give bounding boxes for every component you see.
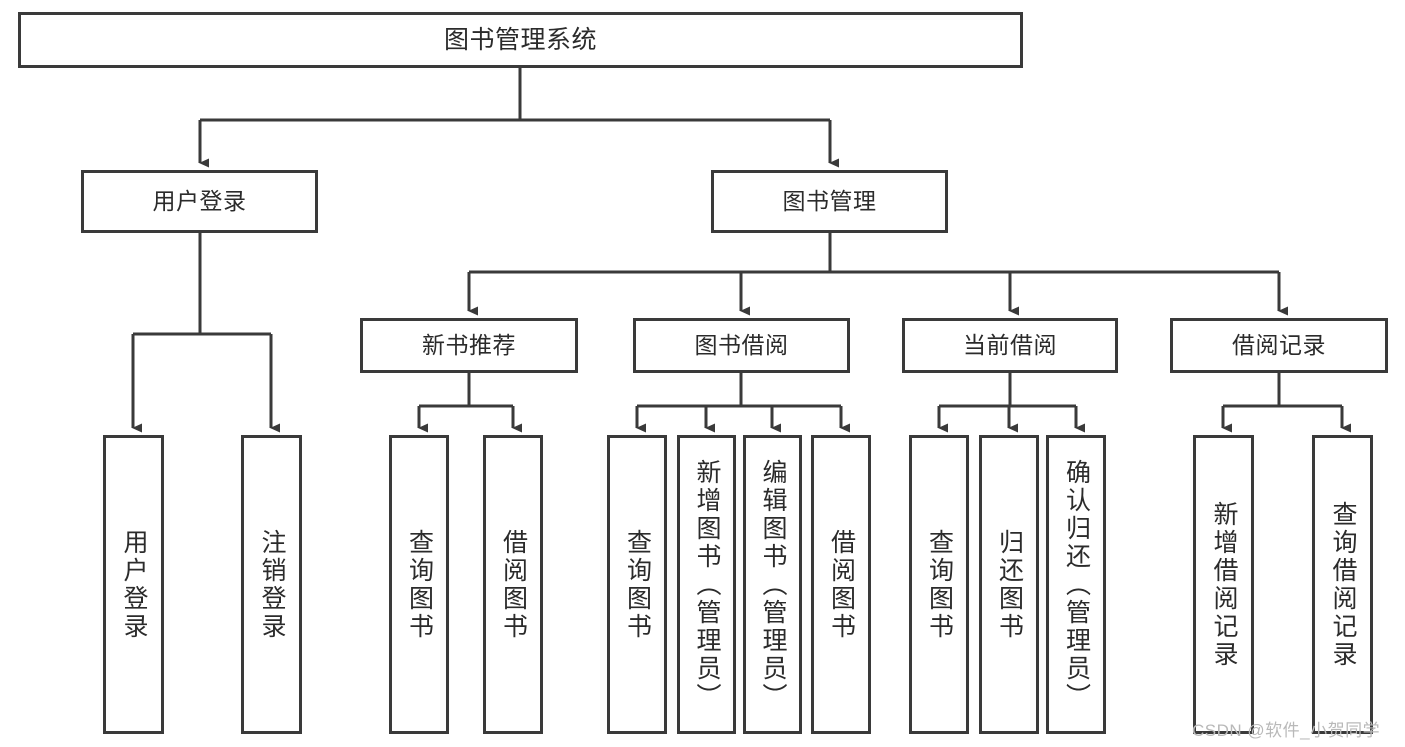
node-label: 借阅记录 bbox=[1232, 331, 1326, 358]
node-user-login[interactable]: 用户登录 bbox=[81, 170, 318, 233]
node-label: 用户登录 bbox=[152, 187, 247, 214]
node-label: 借阅图书 bbox=[499, 528, 528, 641]
node-leaf-add-borrow-record[interactable]: 新增借阅记录 bbox=[1193, 435, 1254, 734]
node-leaf-borrow-book-recommend[interactable]: 借阅图书 bbox=[483, 435, 543, 734]
node-label: 当前借阅 bbox=[963, 331, 1057, 358]
node-label: 编辑图书（管理员） bbox=[759, 458, 787, 711]
node-leaf-edit-book-admin[interactable]: 编辑图书（管理员） bbox=[743, 435, 802, 734]
node-label: 查询图书 bbox=[405, 528, 434, 641]
node-leaf-user-login[interactable]: 用户登录 bbox=[103, 435, 164, 734]
node-new-book-recommend[interactable]: 新书推荐 bbox=[360, 318, 578, 373]
node-leaf-query-book-recommend[interactable]: 查询图书 bbox=[389, 435, 449, 734]
node-current-borrow[interactable]: 当前借阅 bbox=[902, 318, 1118, 373]
node-leaf-query-book-current[interactable]: 查询图书 bbox=[909, 435, 969, 734]
node-label: 借阅图书 bbox=[827, 528, 856, 641]
node-label: 查询图书 bbox=[925, 528, 954, 641]
node-label: 新增图书（管理员） bbox=[693, 458, 721, 711]
node-leaf-logout[interactable]: 注销登录 bbox=[241, 435, 302, 734]
node-leaf-confirm-return-admin[interactable]: 确认归还（管理员） bbox=[1046, 435, 1106, 734]
node-label: 新增借阅记录 bbox=[1210, 500, 1238, 669]
node-leaf-query-book-borrow[interactable]: 查询图书 bbox=[607, 435, 667, 734]
node-label: 新书推荐 bbox=[422, 331, 516, 358]
node-book-management[interactable]: 图书管理 bbox=[711, 170, 948, 233]
node-label: 图书借阅 bbox=[694, 331, 789, 358]
node-label: 归还图书 bbox=[995, 528, 1024, 641]
node-book-borrow[interactable]: 图书借阅 bbox=[633, 318, 850, 373]
node-label: 查询借阅记录 bbox=[1329, 500, 1357, 669]
node-label: 查询图书 bbox=[623, 528, 652, 641]
node-root-book-management-system[interactable]: 图书管理系统 bbox=[18, 12, 1023, 68]
node-label: 用户登录 bbox=[120, 528, 148, 641]
node-leaf-add-book-admin[interactable]: 新增图书（管理员） bbox=[677, 435, 736, 734]
node-leaf-borrow-book[interactable]: 借阅图书 bbox=[811, 435, 871, 734]
node-label: 注销登录 bbox=[258, 528, 286, 641]
node-label: 图书管理 bbox=[782, 187, 877, 214]
node-leaf-query-borrow-record[interactable]: 查询借阅记录 bbox=[1312, 435, 1373, 734]
node-label: 图书管理系统 bbox=[443, 26, 597, 54]
node-label: 确认归还（管理员） bbox=[1062, 458, 1091, 711]
node-leaf-return-book[interactable]: 归还图书 bbox=[979, 435, 1039, 734]
csdn-watermark: CSDN @软件_小贺同学 bbox=[1192, 721, 1381, 740]
node-borrow-record[interactable]: 借阅记录 bbox=[1170, 318, 1388, 373]
